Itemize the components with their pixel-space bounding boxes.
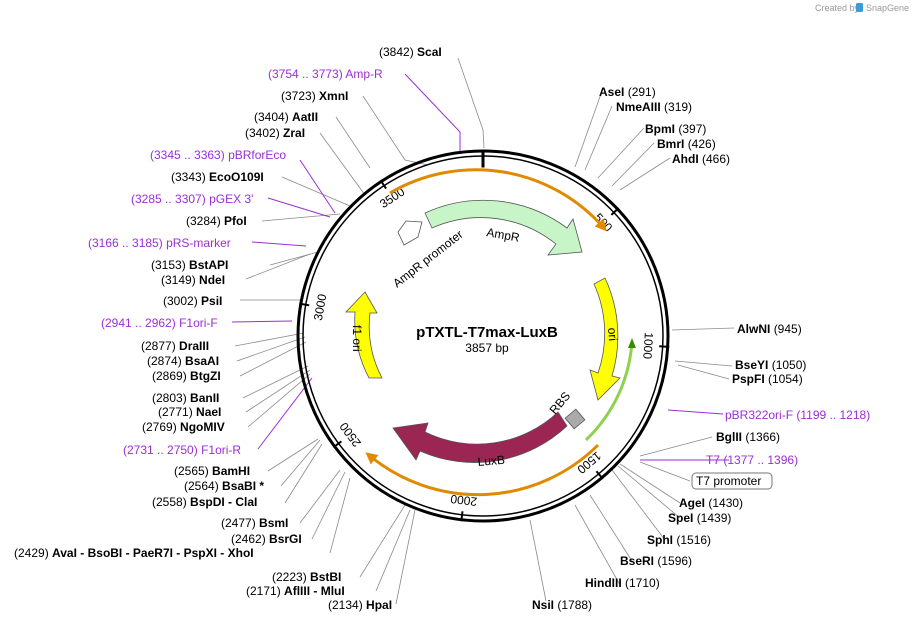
- primer-t7[interactable]: T7 (1377 .. 1396): [706, 453, 798, 467]
- enzyme-psii[interactable]: (3002) PsiI: [163, 294, 222, 308]
- position-tick-mark: [610, 207, 620, 216]
- enzyme-hindiii[interactable]: HindIII (1710): [585, 576, 660, 590]
- enzyme-sphi[interactable]: SphI (1516): [647, 533, 711, 547]
- primer-leader-lines: [231, 73, 729, 461]
- luxb-orf-band: [365, 443, 600, 497]
- feature-luxb[interactable]: [392, 411, 568, 463]
- feature-label-ampr: AmpR: [485, 225, 521, 245]
- enzyme-btgzi[interactable]: (2869) BtgZI: [152, 369, 221, 383]
- primer-pbrforeco[interactable]: (3345 .. 3363) pBRforEco: [150, 148, 286, 162]
- enzyme-bmri[interactable]: BmrI (426): [657, 137, 716, 151]
- position-tick-mark: [460, 511, 464, 522]
- position-tick-mark: [379, 179, 387, 190]
- credit-text: Created by: [815, 3, 860, 13]
- t7-green-arc: [584, 341, 634, 442]
- enzyme-bspdi-clai[interactable]: (2558) BspDI - ClaI: [152, 495, 257, 509]
- feature-label-rbs: RBS: [547, 389, 574, 417]
- enzyme-alwni[interactable]: AlwNI (945): [737, 322, 802, 336]
- enzyme-scai[interactable]: (3842) ScaI: [379, 45, 442, 59]
- primer-amp-r[interactable]: (3754 .. 3773) Amp-R: [268, 67, 383, 81]
- enzyme-bglii[interactable]: BglII (1366): [716, 430, 780, 444]
- feature-ori[interactable]: [589, 277, 621, 401]
- primer-f1ori-r[interactable]: (2731 .. 2750) F1ori-R: [123, 443, 241, 457]
- enzyme-spei[interactable]: SpeI (1439): [668, 511, 731, 525]
- enzyme-bamhi[interactable]: (2565) BamHI: [174, 464, 250, 478]
- position-tick-label: 1000: [640, 332, 656, 360]
- enzyme-bsmi[interactable]: (2477) BsmI: [221, 516, 288, 530]
- enzyme-bstbi[interactable]: (2223) BstBI: [272, 570, 341, 584]
- feature-ampr[interactable]: [424, 199, 583, 256]
- t7-promoter-box: [691, 472, 773, 490]
- enzyme-banii[interactable]: (2803) BanII: [152, 391, 219, 405]
- enzyme-bstapi[interactable]: (3153) BstAPI: [151, 258, 228, 272]
- enzyme-bseri[interactable]: BseRI (1596): [620, 554, 692, 568]
- enzyme-pfoi[interactable]: (3284) PfoI: [186, 214, 247, 228]
- enzyme-agei[interactable]: AgeI (1430): [679, 496, 743, 510]
- feature-ampr-promoter[interactable]: [397, 220, 423, 246]
- primer-pgex-3[interactable]: (3285 .. 3307) pGEX 3': [131, 192, 253, 206]
- t7-arrowhead: [628, 338, 636, 348]
- primer-labels: (3754 .. 3773) Amp-R (3345 .. 3363) pBRf…: [88, 67, 870, 467]
- enzyme-bseyi[interactable]: BseYI (1050): [735, 358, 806, 372]
- feature-f1-ori[interactable]: [345, 291, 383, 379]
- feature-rbs[interactable]: [564, 408, 586, 430]
- position-tick-mark: [659, 345, 670, 348]
- position-tick-mark: [299, 302, 310, 307]
- position-tick-mark: [332, 440, 343, 449]
- enzyme-pspfi[interactable]: PspFI (1054): [732, 372, 803, 386]
- enzyme-bsaai[interactable]: (2874) BsaAI: [147, 354, 219, 368]
- enzyme-ndei[interactable]: (3149) NdeI: [161, 273, 225, 287]
- enzyme-bsrgi[interactable]: (2462) BsrGI: [231, 532, 302, 546]
- enzyme-draiii[interactable]: (2877) DraIII: [141, 339, 209, 353]
- snapgene-logo-icon: [856, 3, 863, 12]
- feature-label-t7-promoter: T7 promoter: [696, 474, 761, 488]
- credit-brand: SnapGene: [866, 3, 909, 13]
- enzyme-afliii-mlui[interactable]: (2171) AflIII - MluI: [246, 584, 345, 598]
- enzyme-nsii[interactable]: NsiI (1788): [532, 598, 592, 612]
- enzyme-labels: (3842) ScaI (3723) XmnI (3404) AatII (34…: [14, 45, 806, 612]
- position-tick-label: 3500: [377, 184, 407, 211]
- feature-label-ori: ori: [605, 327, 620, 342]
- feature-label-f1-ori: f1 ori: [350, 325, 364, 352]
- enzyme-nmeaiii[interactable]: NmeAIII (319): [616, 100, 692, 114]
- enzyme-zrai[interactable]: (3402) ZraI: [245, 126, 305, 140]
- position-tick-label: 3000: [311, 293, 329, 322]
- snapgene-logo: SnapGene: [856, 3, 909, 13]
- enzyme-bsabi[interactable]: (2564) BsaBI *: [184, 479, 264, 493]
- enzyme-xmni[interactable]: (3723) XmnI: [281, 89, 348, 103]
- enzyme-naei[interactable]: (2771) NaeI: [158, 405, 221, 419]
- plasmid-name: pTXTL-T7max-LuxB: [416, 324, 558, 341]
- feature-label-luxb: LuxB: [477, 453, 505, 469]
- primer-prs-marker[interactable]: (3166 .. 3185) pRS-marker: [88, 236, 231, 250]
- position-tick-mark: [595, 470, 604, 480]
- ampr-orf-band: [389, 168, 607, 232]
- enzyme-aatii[interactable]: (3404) AatII: [254, 110, 318, 124]
- plasmid-length: 3857 bp: [465, 341, 509, 355]
- primer-pbr322ori-f[interactable]: pBR322ori-F (1199 .. 1218): [725, 408, 870, 422]
- enzyme-ahdi[interactable]: AhdI (466): [672, 152, 730, 166]
- enzyme-hpai[interactable]: (2134) HpaI: [328, 598, 392, 612]
- enzyme-ngomiv[interactable]: (2769) NgoMIV: [142, 420, 225, 434]
- primer-f1ori-f[interactable]: (2941 .. 2962) F1ori-F: [101, 316, 218, 330]
- enzyme-bpmi[interactable]: BpmI (397): [645, 122, 706, 136]
- enzyme-avai-group[interactable]: (2429) AvaI - BsoBI - PaeR7I - PspXI - X…: [14, 546, 254, 560]
- label-leader-lines: [234, 57, 735, 605]
- enzyme-asei[interactable]: AseI (291): [599, 85, 656, 99]
- enzyme-ecoo109i[interactable]: (3343) EcoO109I: [171, 170, 264, 184]
